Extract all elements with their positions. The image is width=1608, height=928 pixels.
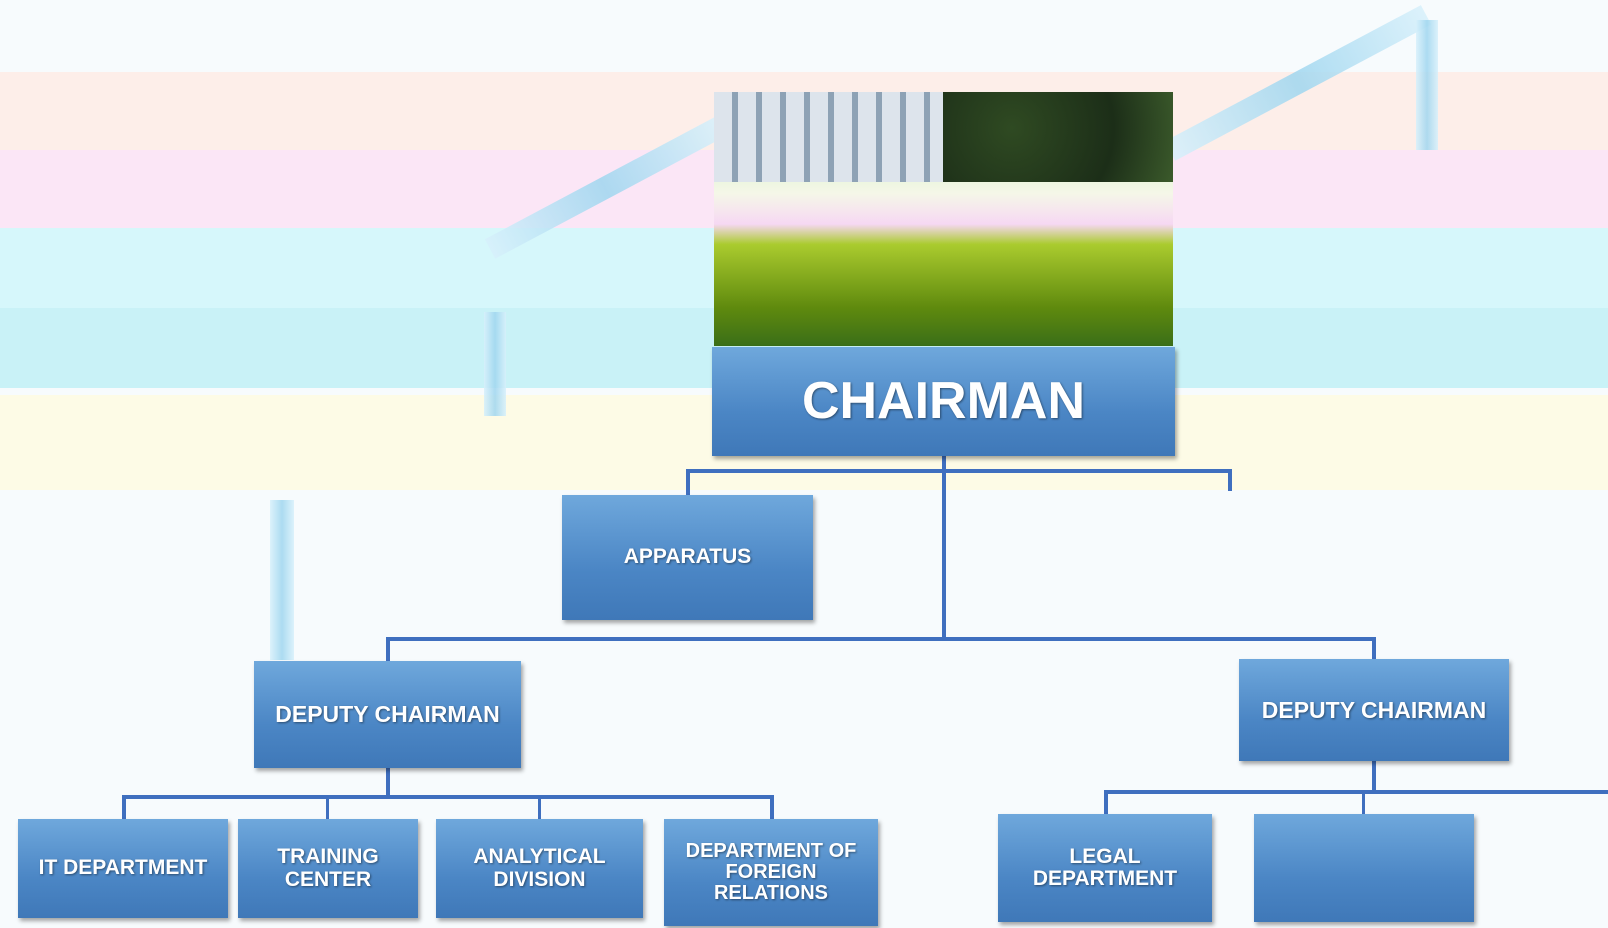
legal-department-box: LEGAL DEPARTMENT [998, 814, 1212, 922]
connector-right-down [1372, 761, 1376, 791]
analytical-division-box: ANALYTICAL DIVISION [436, 819, 643, 918]
it-department-label: IT DEPARTMENT [38, 856, 208, 880]
connector-deputy-right-drop [1372, 637, 1376, 659]
bg-pipe-vertical-left [484, 312, 506, 416]
connector-top-bar [686, 469, 1232, 473]
deputy-chairman-right-label: DEPUTY CHAIRMAN [1261, 696, 1487, 723]
bg-pipe-vertical-right [1416, 20, 1438, 150]
deputy-chairman-right-box: DEPUTY CHAIRMAN [1239, 659, 1509, 761]
chairman-box: CHAIRMAN [712, 347, 1175, 456]
connector-left-bar [122, 795, 774, 799]
building-photo [714, 92, 1173, 346]
building-facade [714, 92, 944, 182]
connector-foreign-drop [770, 795, 774, 819]
it-department-box: IT DEPARTMENT [18, 819, 228, 918]
legal-department-label: LEGAL DEPARTMENT [1032, 844, 1178, 890]
connector-left-down [386, 768, 390, 796]
bg-pipe-vertical-lower [270, 500, 294, 660]
blank-unit-box [1254, 814, 1474, 922]
apparatus-box: APPARATUS [562, 495, 813, 620]
connector-deputy-left-drop [386, 637, 390, 661]
connector-apparatus-drop [686, 469, 690, 495]
training-center-label: TRAINING CENTER [277, 845, 379, 891]
connector-deputies-bar [386, 637, 1376, 641]
connector-right-stub [1228, 469, 1232, 491]
connector-right-bar [1104, 790, 1608, 794]
deputy-chairman-left-box: DEPUTY CHAIRMAN [254, 661, 521, 768]
connector-root-down [942, 456, 946, 639]
foreign-relations-box: DEPARTMENT OF FOREIGN RELATIONS [664, 819, 878, 926]
connector-blank-drop [1362, 790, 1365, 814]
chairman-label: CHAIRMAN [801, 372, 1086, 431]
connector-it-drop [122, 795, 126, 819]
deputy-chairman-left-label: DEPUTY CHAIRMAN [275, 701, 500, 728]
connector-training-drop [326, 795, 329, 819]
foreign-relations-label: DEPARTMENT OF FOREIGN RELATIONS [685, 840, 857, 904]
trees [943, 92, 1173, 182]
connector-analytical-drop [538, 795, 541, 819]
analytical-division-label: ANALYTICAL DIVISION [473, 845, 606, 891]
connector-legal-drop [1104, 790, 1108, 814]
training-center-box: TRAINING CENTER [238, 819, 418, 918]
apparatus-label: APPARATUS [623, 545, 752, 569]
